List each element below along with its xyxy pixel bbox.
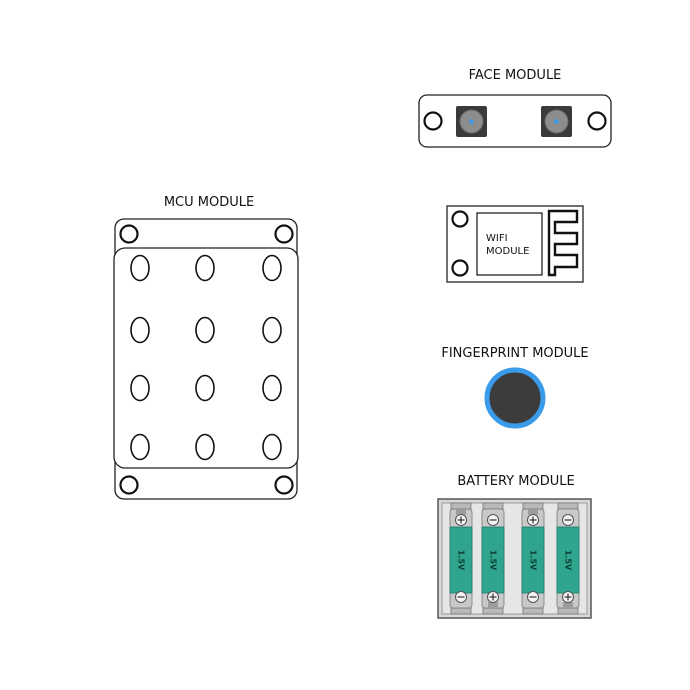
mcu-module: MCU MODULE [113, 195, 299, 500]
pcb-antenna-icon [547, 209, 579, 277]
battery-voltage-label: 1.5V [457, 550, 466, 571]
battery-cells: 1.5V 1.5V 1.5V 1.5V [449, 502, 580, 615]
mounting-hole-icon [119, 224, 139, 244]
mounting-hole-icon [423, 111, 443, 131]
mounting-hole-icon [274, 224, 294, 244]
aa-battery-icon: 1.5V [481, 502, 505, 615]
fingerprint-sensor-icon [484, 367, 546, 429]
battery-voltage-label: 1.5V [529, 550, 538, 571]
camera-left-icon [456, 106, 487, 137]
mcu-slot-icon [195, 433, 215, 461]
mcu-module-label: MCU MODULE [164, 195, 254, 210]
mcu-slot-icon [262, 316, 282, 344]
battery-module-label: BATTERY MODULE [457, 474, 574, 489]
mcu-module-inner-board [113, 247, 299, 469]
mcu-slot-icon [262, 433, 282, 461]
mcu-slot-icon [195, 254, 215, 282]
aa-battery-icon: 1.5V [449, 502, 473, 615]
wifi-module: WIFI MODULE [446, 205, 584, 283]
mcu-slot-icon [262, 254, 282, 282]
aa-battery-icon: 1.5V [521, 502, 545, 615]
mcu-slot-icon [195, 374, 215, 402]
mcu-slot-icon [130, 254, 150, 282]
wifi-label-line2: MODULE [486, 246, 529, 257]
fingerprint-module-label: FINGERPRINT MODULE [441, 346, 588, 361]
mounting-hole-icon [587, 111, 607, 131]
mcu-slot-icon [130, 374, 150, 402]
face-module-label: FACE MODULE [469, 68, 562, 83]
fingerprint-module: FINGERPRINT MODULE [441, 346, 589, 429]
mcu-slot-icon [130, 433, 150, 461]
aa-battery-icon: 1.5V [556, 502, 580, 615]
wifi-chip [476, 212, 543, 276]
battery-module: BATTERY MODULE 1.5V 1.5V 1.5V 1.5V [437, 474, 592, 619]
mcu-slot-icon [195, 316, 215, 344]
camera-right-icon [541, 106, 572, 137]
mounting-hole-icon [119, 475, 139, 495]
mcu-slot-icon [262, 374, 282, 402]
battery-voltage-label: 1.5V [564, 550, 573, 571]
wifi-label-line1: WIFI [486, 233, 508, 244]
mcu-slot-grid [130, 254, 282, 461]
mounting-hole-icon [451, 210, 469, 228]
face-module-board [418, 94, 612, 148]
battery-voltage-label: 1.5V [489, 550, 498, 571]
face-module: FACE MODULE [418, 68, 612, 148]
mounting-hole-icon [451, 259, 469, 277]
mounting-hole-icon [274, 475, 294, 495]
mcu-slot-icon [130, 316, 150, 344]
